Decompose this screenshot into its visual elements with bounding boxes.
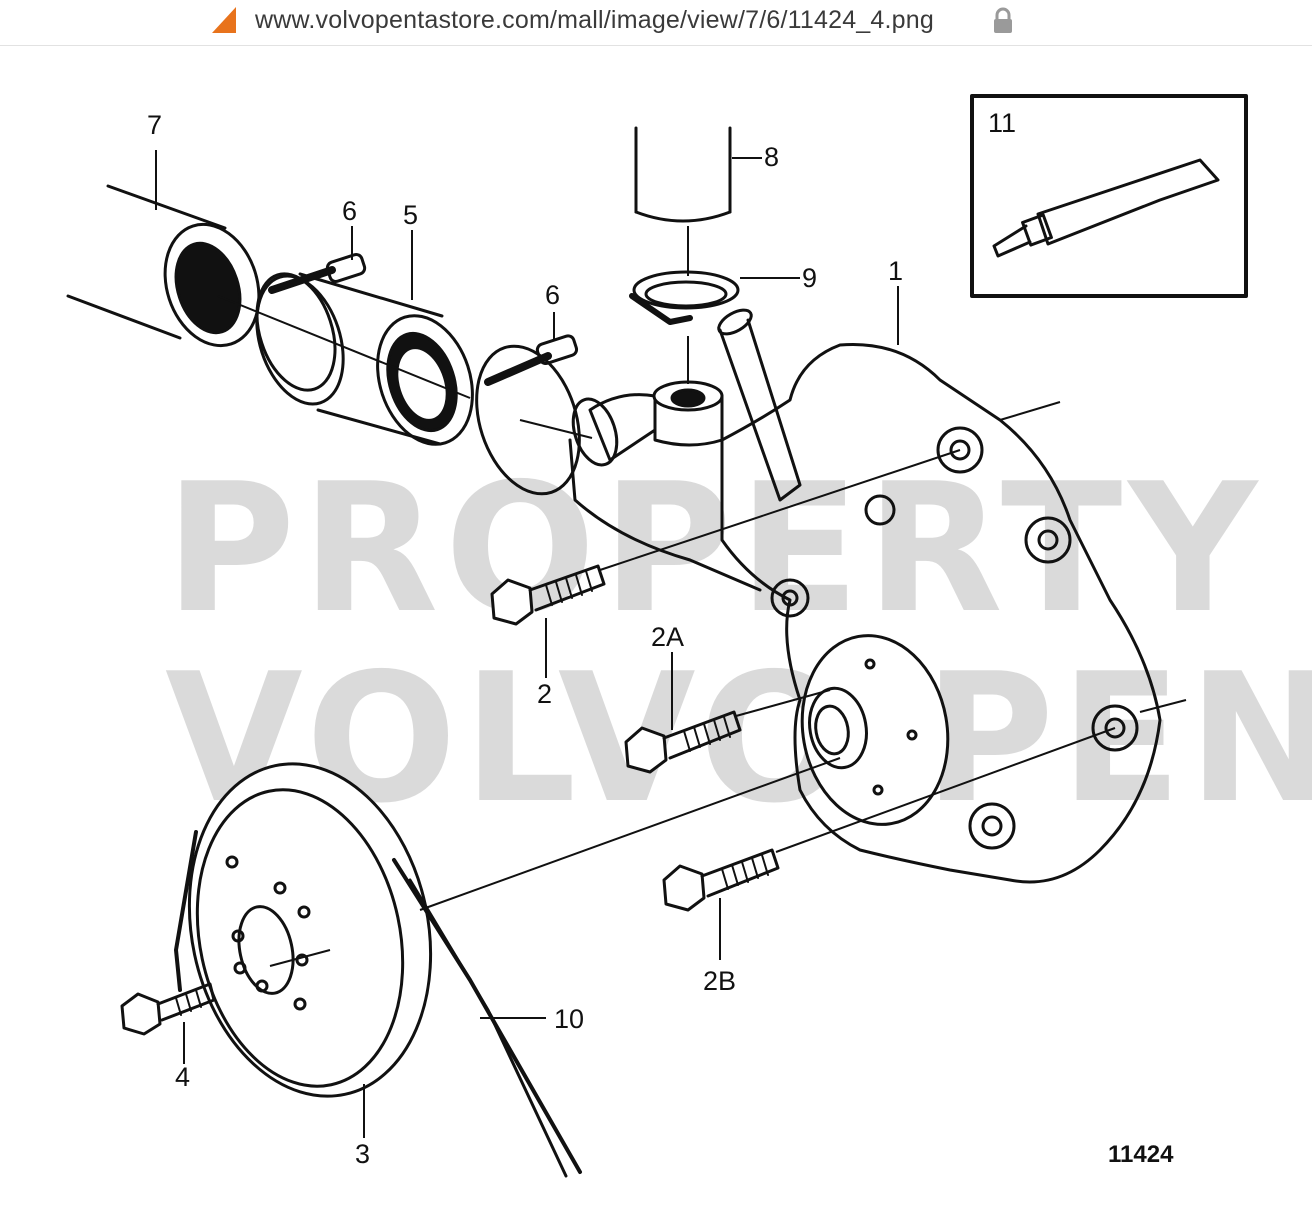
- part-bolt-2b: [662, 848, 780, 912]
- part-hose: [66, 184, 261, 348]
- callout-4: 4: [175, 1062, 190, 1092]
- exploded-parts-diagram: PROPERTY OF VOLVO PENTA: [66, 94, 1312, 1178]
- part-clamp-lower: [475, 334, 581, 496]
- volvo-penta-sail-icon: [212, 7, 236, 33]
- part-sleeve: [255, 272, 474, 446]
- part-small-clamp: [629, 270, 740, 325]
- part-bolt-4: [120, 982, 216, 1036]
- part-bolt-2: [490, 564, 606, 626]
- callout-3: 3: [355, 1139, 370, 1169]
- callout-2: 2: [537, 679, 552, 709]
- callout-5: 5: [403, 200, 418, 230]
- inset-box-sealant: [970, 94, 1248, 298]
- url-text[interactable]: www.volvopentastore.com/mall/image/view/…: [255, 6, 934, 34]
- lock-icon: [994, 7, 1012, 33]
- part-pulley: [187, 762, 433, 1098]
- callout-8: 8: [764, 142, 779, 172]
- part-drive-belt: [174, 830, 582, 1178]
- callout-10: 10: [554, 1004, 584, 1034]
- callout-9: 9: [802, 263, 817, 293]
- part-upper-hose: [634, 126, 732, 223]
- figure-number: 11424: [1108, 1141, 1174, 1168]
- callout-6-upper: 6: [342, 196, 357, 226]
- watermark-line-1: PROPERTY OF: [165, 445, 1312, 652]
- callout-6-lower: 6: [545, 280, 560, 310]
- part-water-pump: [568, 308, 1162, 884]
- leader-lines: [155, 150, 1187, 1138]
- callout-2b: 2B: [703, 966, 736, 996]
- callout-1: 1: [888, 256, 903, 286]
- part-bolt-2a: [624, 710, 742, 774]
- part-clamp-upper: [255, 252, 367, 392]
- callout-7: 7: [147, 110, 162, 140]
- address-bar[interactable]: www.volvopentastore.com/mall/image/view/…: [0, 0, 1312, 46]
- callout-11: 11: [988, 108, 1016, 138]
- callout-2a: 2A: [651, 622, 684, 652]
